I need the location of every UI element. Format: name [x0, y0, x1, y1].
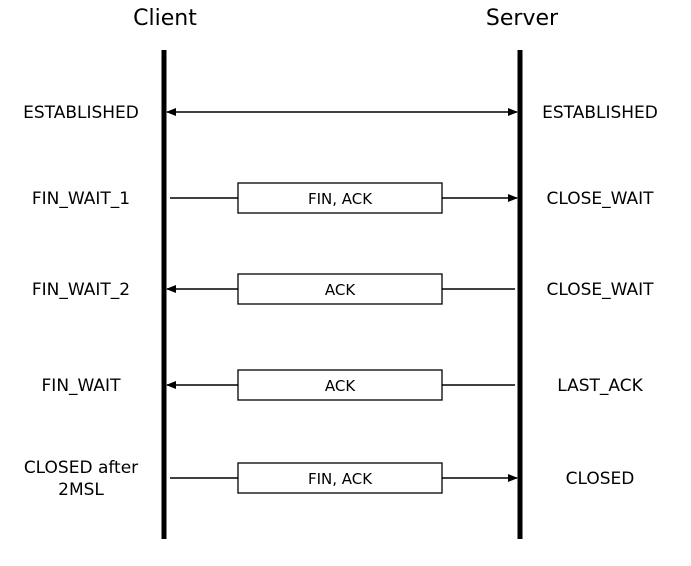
client-state-label: ESTABLISHED	[23, 103, 139, 123]
server-state-label: LAST_ACK	[557, 376, 643, 396]
client-state-label-line: CLOSED after	[24, 458, 138, 478]
message-box	[237, 462, 443, 494]
message-label: ACK	[325, 377, 356, 395]
server-title: Server	[486, 6, 559, 31]
client-title: Client	[133, 6, 197, 31]
client-state-label-line: 2MSL	[58, 480, 104, 500]
message-label: FIN, ACK	[308, 190, 373, 208]
client-state-label: FIN_WAIT_1	[32, 189, 130, 209]
server-state-label: CLOSE_WAIT	[546, 189, 654, 209]
server-state-label: CLOSED	[566, 469, 635, 489]
message-label: ACK	[325, 281, 356, 299]
server-state-label: ESTABLISHED	[542, 103, 658, 123]
server-state-label: CLOSE_WAIT	[546, 280, 654, 300]
message-box	[237, 182, 443, 214]
client-state-label: FIN_WAIT	[42, 376, 122, 396]
message-box	[237, 369, 443, 401]
client-state-label: FIN_WAIT_2	[32, 280, 130, 300]
message-label: FIN, ACK	[308, 470, 373, 488]
message-box	[237, 273, 443, 305]
